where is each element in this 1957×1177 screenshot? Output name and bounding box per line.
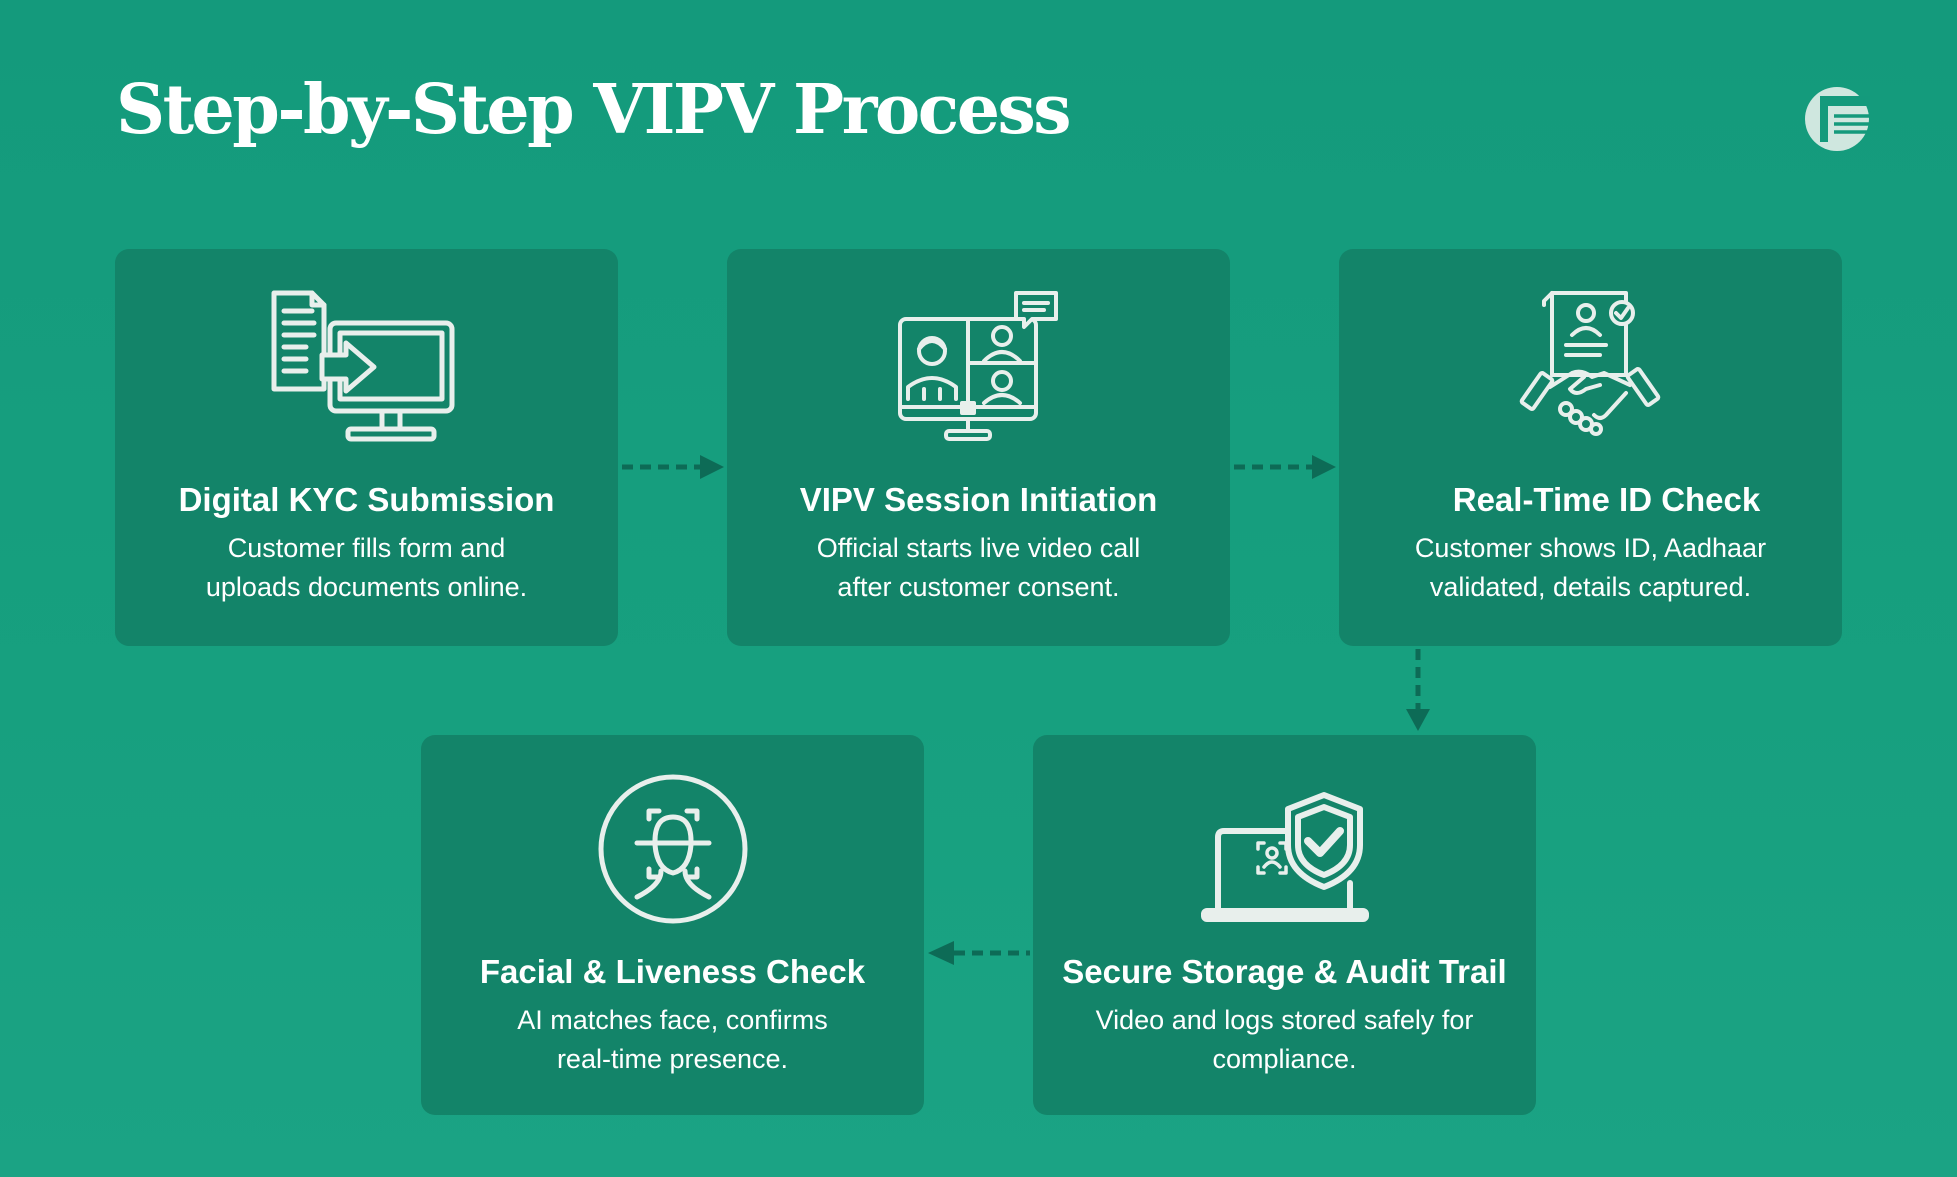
arrow-step1-to-step2 (622, 455, 724, 479)
step-title: Digital KYC Submission (178, 481, 555, 518)
step-card-digital-kyc: Digital KYC Submission Customer fills fo… (115, 249, 618, 646)
step-description-line: AI matches face, confirms (517, 1005, 828, 1035)
step-title: VIPV Session Initiation (799, 481, 1158, 518)
step-description-line: compliance. (1212, 1044, 1357, 1074)
video-call-monitor-icon (727, 289, 1230, 444)
step-description: Customer shows ID, Aadhaar validated, de… (1339, 529, 1842, 607)
step-card-vipv-session: VIPV Session Initiation Official starts … (727, 249, 1230, 646)
laptop-shield-icon (1033, 787, 1536, 927)
step-description: Customer fills form and uploads document… (115, 529, 618, 607)
arrow-step2-to-step3 (1234, 455, 1336, 479)
step-description-line: real-time presence. (556, 1044, 789, 1074)
arrow-step3-to-step5 (1406, 649, 1430, 731)
page-title: Step-by-Step VIPV Process (116, 70, 1072, 150)
step-description-line: validated, details captured. (1429, 572, 1752, 602)
id-document-handshake-icon (1339, 289, 1842, 439)
step-description: AI matches face, confirms real-time pres… (421, 1001, 924, 1079)
step-description-line: Customer shows ID, Aadhaar (1414, 533, 1767, 563)
step-title: Facial & Liveness Check (479, 953, 866, 990)
step-description-line: uploads documents online. (205, 572, 528, 602)
step-description: Video and logs stored safely for complia… (1033, 1001, 1536, 1079)
step-description-line: Official starts live video call (816, 533, 1141, 563)
step-description-line: Video and logs stored safely for (1095, 1005, 1474, 1035)
brand-logo-icon (1804, 86, 1870, 152)
arrow-step5-to-step4 (928, 941, 1030, 965)
step-title: Secure Storage & Audit Trail (1062, 953, 1507, 990)
step-title: Real-Time ID Check (1452, 481, 1761, 518)
step-card-real-time-id: Real-Time ID Check Customer shows ID, Aa… (1339, 249, 1842, 646)
face-scan-icon (421, 773, 924, 925)
step-card-secure-storage: Secure Storage & Audit Trail Video and l… (1033, 735, 1536, 1115)
step-description: Official starts live video call after cu… (727, 529, 1230, 607)
document-to-monitor-icon (115, 289, 618, 444)
step-description-line: after customer consent. (837, 572, 1120, 602)
step-description-line: Customer fills form and (227, 533, 506, 563)
step-card-facial-liveness: Facial & Liveness Check AI matches face,… (421, 735, 924, 1115)
